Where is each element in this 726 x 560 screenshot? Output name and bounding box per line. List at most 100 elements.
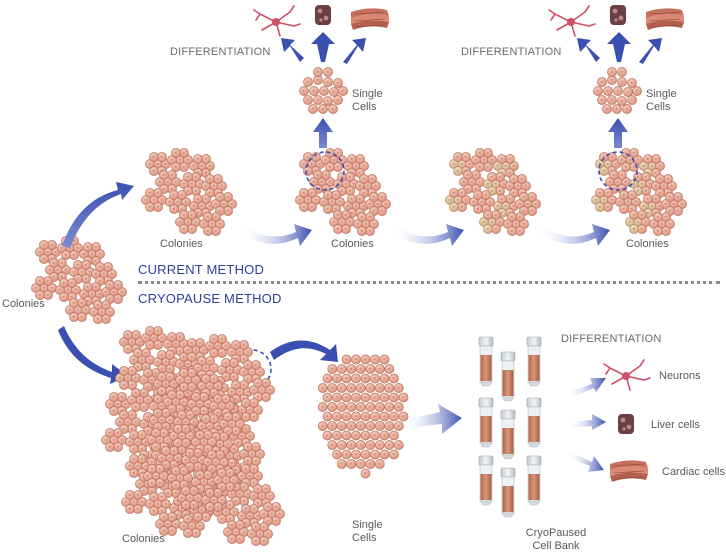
single-cell (341, 392, 352, 403)
colonies-label-2: Colonies (331, 238, 374, 250)
single-cell (379, 449, 390, 460)
differentiation-label-3: DIFFERENTIATION (561, 333, 662, 345)
single-cell (350, 430, 362, 441)
single-cell (369, 449, 381, 460)
cardiac-cell-icon (609, 460, 649, 483)
single-cell (360, 373, 371, 384)
single-cell (355, 439, 366, 451)
colonies-cluster-start (31, 236, 126, 323)
neuron-icon (253, 5, 301, 37)
single-cells-label-1: Single Cells (352, 88, 383, 113)
single-cell (346, 420, 357, 432)
liver-cell-icon (610, 5, 626, 25)
single-cell (336, 458, 347, 470)
arrow-icon (568, 378, 606, 398)
colonies-cluster-top-1 (141, 148, 236, 235)
single-cell (360, 354, 371, 365)
single-cell (336, 382, 347, 394)
single-cell (346, 401, 357, 413)
single-cell (388, 392, 400, 403)
cell-bank-label: CryoPaused Cell Bank (525, 527, 587, 552)
single-cell (327, 363, 338, 375)
single-cell (336, 420, 347, 432)
selection-circle-icon (305, 151, 345, 191)
single-cell (393, 420, 404, 432)
single-cell (379, 392, 390, 403)
single-cell (379, 354, 390, 365)
vial-icon (500, 467, 516, 518)
colony-to-single-arrow-1 (313, 118, 333, 148)
passage-arrows (240, 224, 610, 246)
single-cell (331, 449, 343, 460)
colonies-cluster-top-2 (295, 148, 390, 235)
vial-icon (478, 336, 494, 387)
single-cell (331, 411, 343, 422)
single-cell (388, 411, 400, 422)
neurons-label: Neurons (659, 370, 701, 382)
single-cell (393, 382, 404, 394)
single-cell (336, 439, 347, 451)
colonies-cluster-top-4 (591, 148, 686, 235)
single-cell (322, 392, 333, 403)
up-arrows-2 (577, 32, 662, 64)
single-cell (350, 373, 362, 384)
colony-to-single-arrow-2 (608, 118, 628, 148)
single-cell (360, 392, 371, 403)
cryopause-method-label: CRYOPAUSE METHOD (138, 291, 282, 306)
single-cell (384, 363, 395, 375)
single-cell (327, 382, 338, 394)
single-cell (341, 373, 352, 384)
cardiac-cell-icon (645, 8, 685, 31)
single-cell (393, 401, 404, 413)
arrow-icon (607, 32, 631, 62)
single-cell (374, 420, 385, 432)
single-cell (317, 420, 328, 432)
arrow-icon (639, 38, 662, 64)
arrow-icon (404, 404, 462, 434)
single-cell (327, 439, 338, 451)
up-arrows-1 (281, 32, 366, 64)
arrow-icon (570, 414, 606, 430)
single-cell (355, 382, 366, 394)
single-cell (379, 373, 390, 384)
single-cell (355, 401, 366, 413)
vial-icon (526, 455, 542, 506)
single-cell (317, 401, 328, 413)
single-cell (350, 354, 362, 365)
vial-icon (526, 336, 542, 387)
colonies-label-3: Colonies (626, 238, 669, 250)
arrow-icon (62, 182, 134, 248)
arrow-icon (538, 224, 610, 246)
single-cell (317, 382, 328, 394)
single-cell (341, 449, 352, 460)
single-cell (336, 363, 347, 375)
single-cells-label-2: Single Cells (646, 88, 677, 113)
single-cell (341, 354, 352, 365)
single-cell (360, 411, 371, 422)
arrow-icon (343, 38, 366, 64)
single-cell (398, 392, 409, 403)
vial-icon (526, 397, 542, 448)
arrow-icon (240, 224, 312, 246)
single-cell (350, 449, 362, 460)
liver-cells-label: Liver cells (651, 419, 700, 431)
single-cell (369, 411, 381, 422)
single-cell (360, 468, 371, 479)
colonies-label-bottom: Colonies (122, 533, 165, 545)
colonies-cluster-bottom (101, 326, 284, 545)
current-method-label: CURRENT METHOD (138, 262, 265, 277)
single-cells-cluster-1 (299, 67, 347, 113)
single-cell (341, 411, 352, 422)
single-cell (365, 458, 376, 470)
arrow-icon (270, 340, 338, 362)
vial-icon (478, 455, 494, 506)
single-cell (374, 439, 385, 451)
single-cell (374, 363, 385, 375)
single-cell (374, 401, 385, 413)
single-cell (331, 430, 343, 441)
single-cell (365, 420, 376, 432)
single-cell (384, 420, 395, 432)
single-cell (388, 449, 400, 460)
vial-icon (478, 397, 494, 448)
